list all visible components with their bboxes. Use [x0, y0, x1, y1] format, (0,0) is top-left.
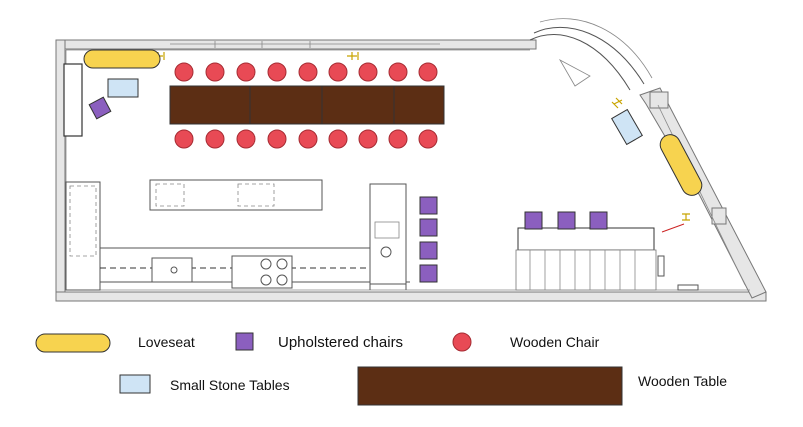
wooden-chair [205, 129, 225, 149]
loveseats [83, 49, 703, 196]
legend-loveseat-swatch [35, 333, 111, 353]
wooden-chair [358, 62, 378, 82]
bar-counter [515, 227, 699, 291]
legend-wooden-chair-swatch [452, 332, 472, 352]
small-stone-table [611, 108, 643, 146]
wooden-table [249, 85, 323, 125]
wooden-chair [236, 129, 256, 149]
legend-wooden-chair-label: Wooden Chair [510, 334, 600, 350]
stone-tables [107, 78, 643, 146]
upholstered-chair [88, 96, 112, 120]
wooden-table-group [169, 85, 445, 125]
legend-stone-table-label: Small Stone Tables [170, 377, 290, 393]
upholstered-chair [524, 211, 543, 230]
legend-wooden-table-label: Wooden Table [638, 373, 727, 389]
upholstered-chair [419, 241, 438, 260]
wooden-table [169, 85, 251, 125]
wooden-table [393, 85, 445, 125]
wooden-chair [205, 62, 225, 82]
wooden-chair [267, 62, 287, 82]
wooden-chair [358, 129, 378, 149]
wooden-chair [328, 129, 348, 149]
wooden-chairs [174, 62, 438, 149]
upholstered-chair [589, 211, 608, 230]
kitchen-counters [65, 179, 410, 291]
upholstered-chair [419, 218, 438, 237]
wooden-chair [236, 62, 256, 82]
wooden-chair [388, 129, 408, 149]
wooden-chair [174, 129, 194, 149]
wooden-chair [174, 62, 194, 82]
loveseat [83, 49, 161, 69]
legend-loveseat-label: Loveseat [138, 334, 195, 350]
wooden-chair [298, 129, 318, 149]
legend-stone-table-swatch [119, 374, 151, 394]
upholstered-chair [419, 264, 438, 283]
legend [35, 332, 623, 406]
upholstered-chair [557, 211, 576, 230]
legend-upholstered-label: Upholstered chairs [278, 334, 404, 351]
upholstered-chair [419, 196, 438, 215]
wooden-chair [267, 129, 287, 149]
wooden-chair [388, 62, 408, 82]
small-stone-table [107, 78, 139, 98]
left-bench [63, 63, 83, 137]
upholstered-chairs [88, 96, 608, 283]
legend-upholstered-swatch [235, 332, 254, 351]
wooden-table [321, 85, 395, 125]
wooden-chair [298, 62, 318, 82]
wooden-chair [418, 129, 438, 149]
legend-wooden-table-swatch [357, 366, 623, 406]
wooden-chair [418, 62, 438, 82]
wooden-chair [328, 62, 348, 82]
loveseat [659, 134, 703, 196]
